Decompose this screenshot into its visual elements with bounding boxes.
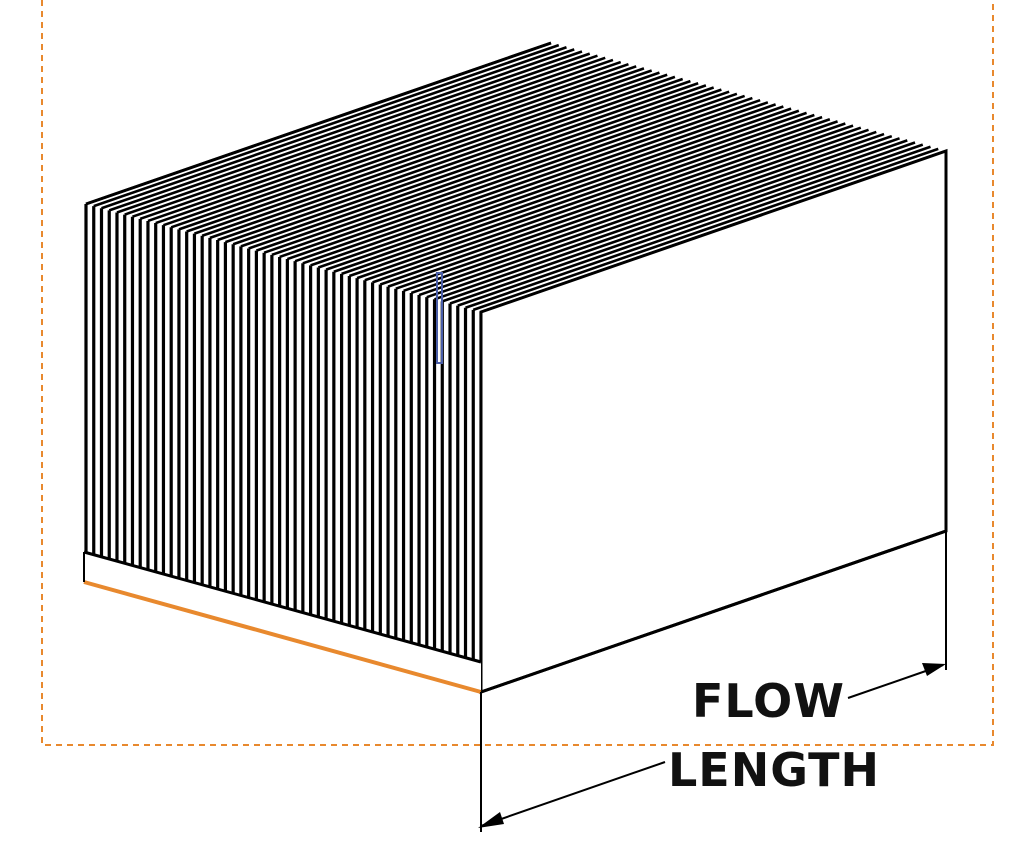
base-right-bottom-edge — [480, 529, 947, 694]
boundary-dashed-outline — [41, 0, 994, 746]
fin-top-edge — [286, 96, 753, 261]
fin-block-back-edge — [85, 41, 552, 206]
fin-top-edge — [232, 82, 699, 246]
base-plate-front — [84, 552, 481, 692]
selection-boundary — [41, 0, 994, 746]
fin-top-edge — [93, 43, 560, 208]
fin-top-edge — [441, 139, 908, 303]
fin-top-edge — [317, 105, 784, 269]
fin-top-edge — [364, 118, 831, 282]
fin-top-edge — [418, 132, 885, 297]
selected-fin-marker — [436, 272, 443, 364]
fin-top-edge — [410, 130, 877, 295]
flow-length-dimension: FLOW LENGTH — [478, 531, 947, 832]
fin-top-edge — [387, 124, 854, 288]
fin-top-edge — [465, 145, 931, 309]
dimension-line-lower — [480, 761, 666, 827]
fin-top-edge — [155, 60, 622, 225]
fin-top-edge — [325, 107, 792, 271]
fin-top-edge — [263, 90, 730, 254]
fin-top-edge — [310, 103, 777, 267]
fin-top-edge — [147, 58, 614, 223]
fin-top-edge — [201, 73, 668, 237]
arrowhead-left — [478, 812, 504, 828]
fin-top-edge — [163, 62, 629, 227]
fin-top-edge — [240, 84, 707, 248]
fin-top-edge — [457, 143, 924, 307]
fin-top-edge — [472, 147, 939, 312]
arrowhead-right — [922, 663, 946, 676]
fin-top-edge — [248, 86, 715, 250]
fin-top-edge — [132, 54, 598, 218]
fin-top-edge — [139, 56, 606, 221]
fin-top-edge — [372, 120, 838, 284]
fin-top-edge — [434, 137, 900, 301]
fin-top-edge — [124, 52, 591, 216]
fin-top-edge — [348, 113, 815, 278]
fin-top-edge — [194, 71, 660, 235]
fin-top-edge — [217, 77, 684, 242]
fin-top-edge — [178, 67, 645, 231]
fin-top-edge — [356, 115, 823, 280]
heatsink — [83, 41, 948, 695]
fin-top-edge — [279, 94, 746, 259]
fin-top-edge — [333, 109, 800, 273]
fin-top-edge — [255, 88, 722, 252]
flow-label: FLOW — [692, 674, 845, 728]
fin-top-edge — [341, 111, 808, 276]
fin-top-edge — [403, 128, 869, 293]
fin-top-edge — [449, 141, 916, 305]
base-plate-top-edge — [83, 550, 482, 664]
fin-top-edge — [426, 134, 893, 299]
fin-top-edge — [294, 98, 761, 263]
fin-top-edge — [224, 79, 691, 244]
fin-top-edge — [186, 69, 653, 233]
fin-top-edge — [302, 101, 769, 265]
fin-top-edge — [209, 75, 676, 240]
fin-top-edge — [170, 65, 637, 229]
length-label: LENGTH — [668, 743, 880, 797]
fin-top-edge — [379, 122, 846, 286]
base-plate-bottom-edge — [83, 580, 482, 694]
fin-top-edge — [101, 46, 567, 210]
fin-top-edge — [108, 48, 575, 212]
fin-top-edge — [395, 126, 862, 290]
fin-top-edge — [271, 92, 738, 257]
fin-top-edge — [116, 50, 583, 214]
